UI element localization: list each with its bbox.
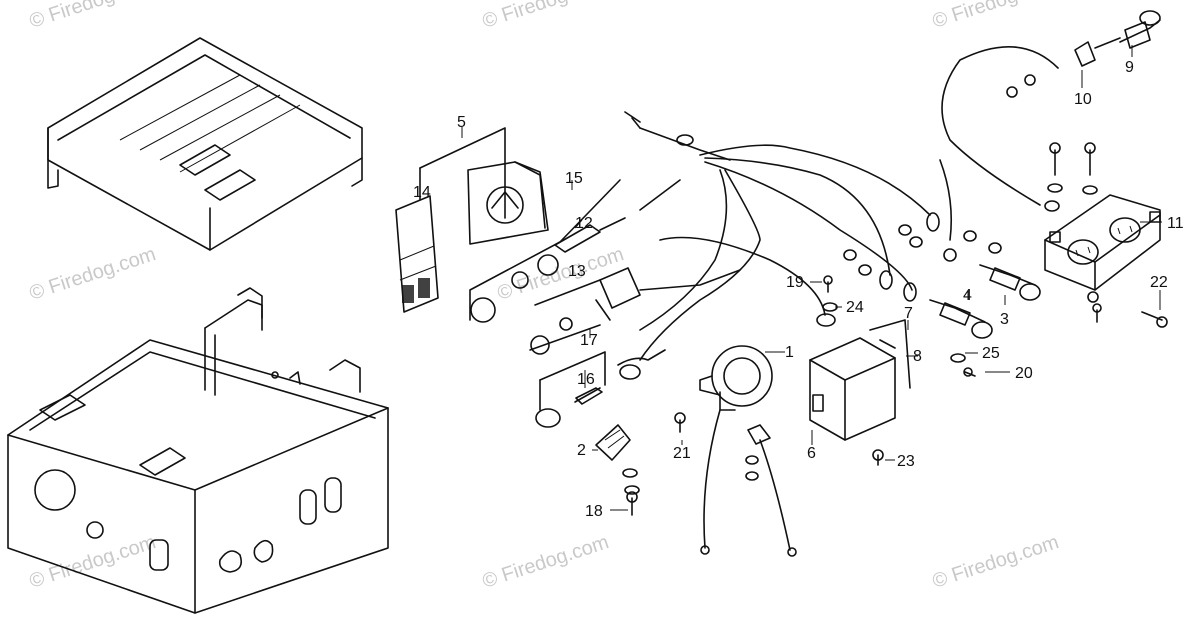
watermarks: © Firedog.com © Firedog.com © Firedog.co… [27, 0, 1062, 593]
watermark-4: © Firedog.com [27, 243, 159, 305]
callout-9: 9 [1125, 59, 1134, 76]
callout-4: 4 [963, 287, 972, 304]
fuse-holder [535, 349, 666, 428]
switch-box [809, 319, 911, 441]
callout-17: 17 [580, 332, 598, 349]
callout-16: 16 [577, 371, 595, 388]
main-case [7, 287, 389, 614]
callout-2: 2 [577, 442, 586, 459]
callout-19: 19 [786, 274, 804, 291]
callout-15: 15 [565, 170, 583, 187]
callout-11: 11 [1167, 215, 1184, 232]
callout-6: 6 [807, 445, 816, 462]
callout-3: 3 [1000, 311, 1009, 328]
callout-24: 24 [846, 299, 864, 316]
connectors [929, 10, 1161, 339]
callout-1: 1 [785, 344, 794, 361]
callout-18: 18 [585, 503, 603, 520]
watermark-8: © Firedog.com [930, 531, 1062, 593]
callout-5: 5 [457, 114, 466, 131]
leader-lines [419, 45, 1162, 511]
callout-23: 23 [897, 453, 915, 470]
toggle-switch [529, 267, 741, 355]
watermark-7: © Firedog.com [480, 531, 612, 593]
callout-14: 14 [413, 184, 431, 201]
callout-10: 10 [1074, 91, 1092, 108]
callout-25: 25 [982, 345, 1000, 362]
callout-13: 13 [568, 263, 586, 280]
watermark-2: © Firedog.com [480, 0, 612, 33]
wire-harness [631, 117, 957, 361]
watermark-3: © Firedog.com [930, 0, 1062, 33]
circuit-breaker [699, 345, 797, 557]
callout-12: 12 [575, 215, 593, 232]
callout-22: 22 [1150, 274, 1168, 291]
watermark-1: © Firedog.com [27, 0, 159, 33]
meter-assembly [395, 127, 626, 323]
callout-21: 21 [673, 445, 691, 462]
top-cover [47, 37, 363, 251]
knob [595, 424, 631, 461]
hardware [622, 74, 1168, 516]
receptacle [1044, 194, 1161, 291]
callout-7: 7 [904, 305, 913, 322]
callout-8: 8 [913, 348, 922, 365]
callout-labels: 1 2 3 4 5 6 7 8 9 10 11 12 13 14 15 16 1… [413, 59, 1184, 520]
callout-20: 20 [1015, 365, 1033, 382]
